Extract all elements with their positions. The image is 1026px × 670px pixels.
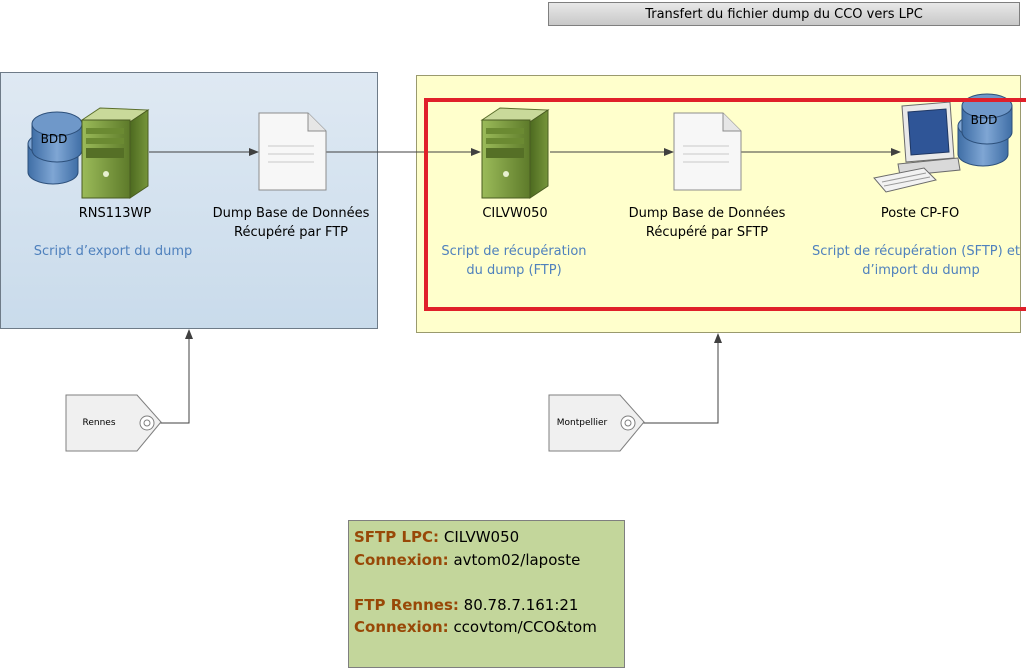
sftp-key: SFTP LPC: (354, 528, 440, 546)
workstation-name: Poste CP-FO (880, 206, 960, 221)
montpellier-dump-label-1: Dump Base de Données (628, 206, 786, 221)
montpellier-server-name: CILVW050 (482, 206, 548, 221)
rennes-dump-label-2: Récupéré par FTP (234, 225, 348, 240)
rennes-server-script: Script d’export du dump (33, 244, 193, 259)
sftp-line: SFTP LPC: CILVW050 (354, 526, 619, 549)
rennes-dump-label-1: Dump Base de Données (212, 206, 370, 221)
database-icon (27, 111, 83, 185)
montpellier-location-tag (548, 394, 645, 452)
workstation-script-1: Script de récupération (SFTP) et (812, 244, 1020, 259)
workstation-icon (873, 101, 961, 193)
ftp-connexion-key: Connexion: (354, 618, 449, 636)
workstation-script-2: d’import du dump (862, 263, 980, 278)
highlight-frame (424, 98, 1026, 311)
montpellier-db-label: BDD (970, 113, 998, 127)
ftp-line: FTP Rennes: 80.78.7.161:21 (354, 594, 619, 617)
sftp-value: CILVW050 (443, 528, 520, 546)
diagram-title: Transfert du fichier dump du CCO vers LP… (548, 2, 1020, 26)
arrow-rennes-tag-to-panel (160, 329, 193, 424)
server-icon (480, 107, 550, 199)
ftp-key: FTP Rennes: (354, 595, 459, 614)
rennes-tag-label: Rennes (82, 418, 116, 428)
montpellier-server-script-2: du dump (FTP) (466, 263, 562, 278)
diagram-title-text: Transfert du fichier dump du CCO vers LP… (645, 6, 923, 22)
rennes-db-label: BDD (40, 132, 68, 146)
server-icon (80, 107, 150, 199)
montpellier-dump-label-2: Récupéré par SFTP (645, 225, 769, 240)
sftp-connexion-line: Connexion: avtom02/laposte (354, 549, 619, 572)
ftp-connexion-value: ccovtom/CCO&tom (453, 618, 597, 636)
sftp-connexion-value: avtom02/laposte (453, 550, 581, 569)
rennes-location-tag (65, 394, 162, 452)
connection-info-box: SFTP LPC: CILVW050 Connexion: avtom02/la… (348, 520, 625, 668)
ftp-connexion-line: Connexion: ccovtom/CCO&tom (354, 616, 619, 639)
arrow-montpellier-tag-to-panel (640, 333, 722, 424)
montpellier-server-script-1: Script de récupération (441, 244, 587, 259)
rennes-server-name: RNS113WP (78, 206, 152, 221)
ftp-value: 80.78.7.161:21 (463, 595, 579, 614)
sftp-connexion-key: Connexion: (354, 550, 449, 569)
document-icon (673, 112, 742, 191)
montpellier-tag-label: Montpellier (556, 418, 608, 428)
document-icon (258, 112, 327, 191)
